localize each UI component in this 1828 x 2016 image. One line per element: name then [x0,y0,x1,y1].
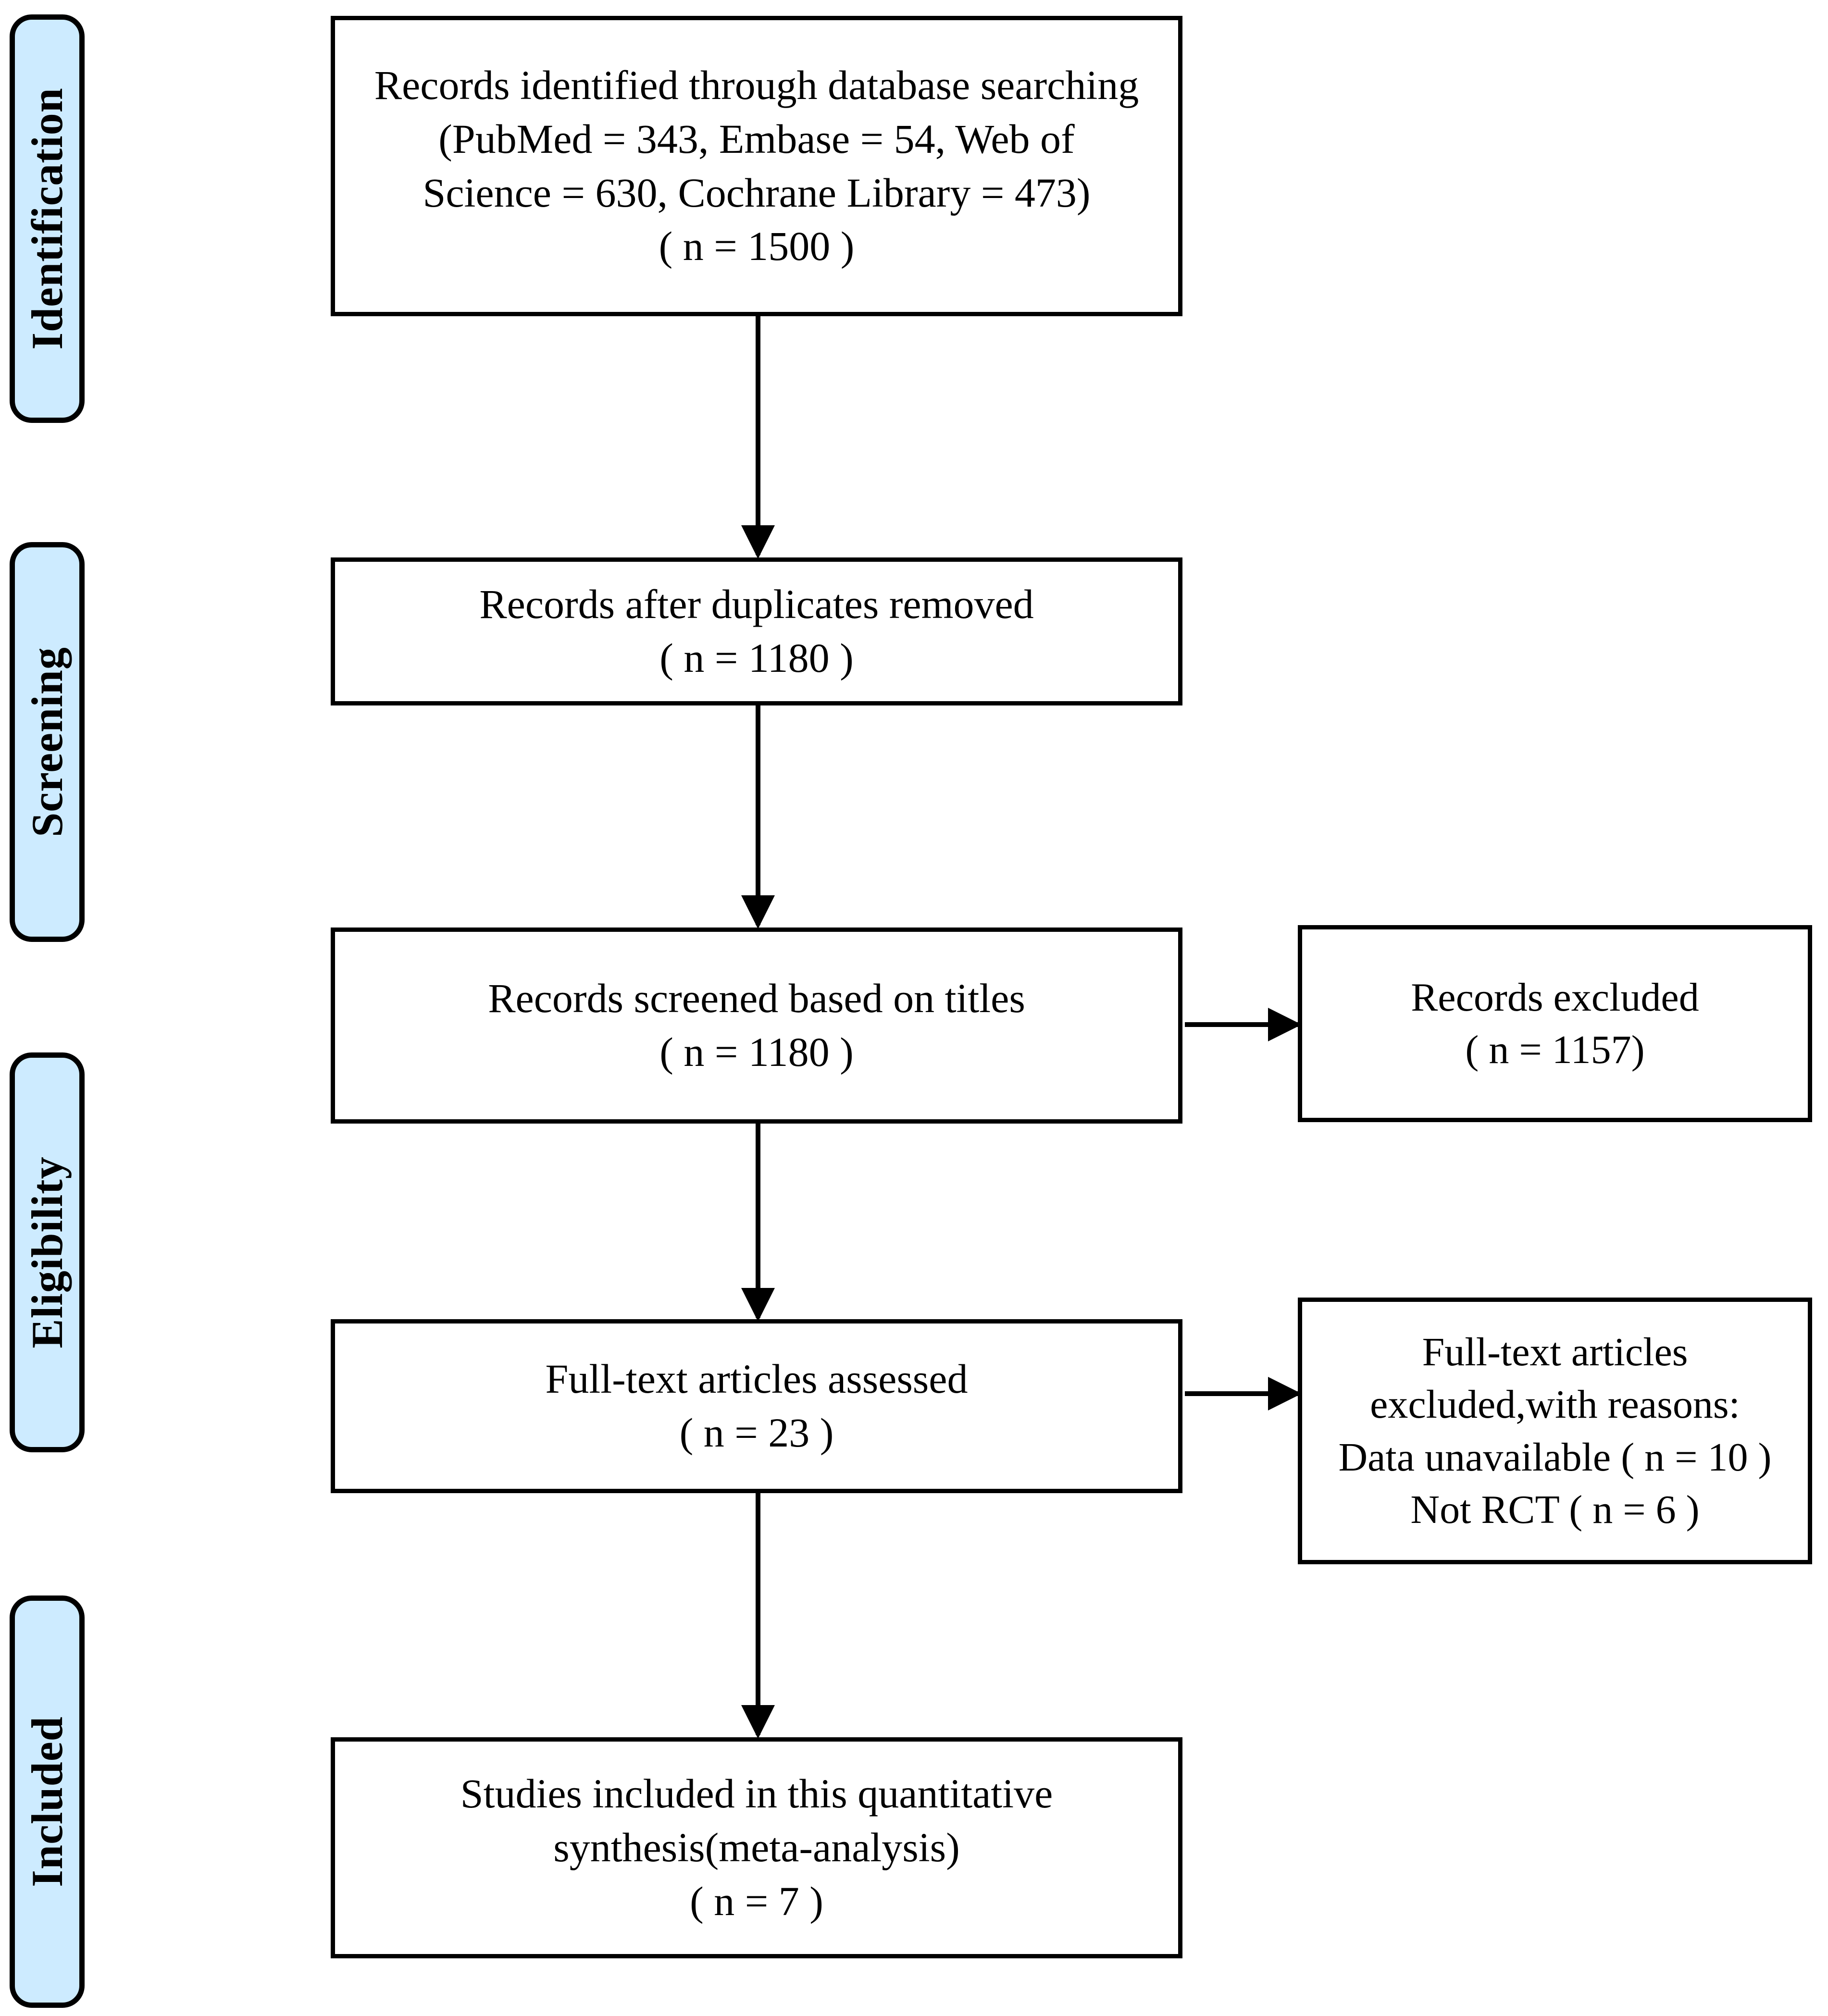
stage-tab-included-label: Included [23,1716,72,1887]
box-studies-included-line-2: synthesis(meta-analysis) [553,1824,960,1871]
box-records-identified-count: ( n = 1500 ) [659,223,855,270]
box-duplicates-removed-count: ( n = 1180 ) [659,635,854,681]
box-fulltext-assessed-line-1: Full-text articles assessed [545,1356,968,1402]
stage-tab-identification[interactable]: Identification [10,14,85,423]
box-records-identified-line-2: (PubMed = 343, Embase = 54, Web of [438,115,1075,162]
box-records-excluded-line-1: Records excluded [1411,975,1699,1020]
stage-tab-included[interactable]: Included [10,1595,85,2008]
box-fulltext-excluded-line-1: Full-text articles [1422,1330,1688,1375]
stage-tab-screening[interactable]: Screening [10,542,85,942]
box-records-identified-line-1: Records identified through database sear… [374,62,1139,108]
box-records-identified: Records identified through database sear… [331,16,1182,316]
box-records-screened-count: ( n = 1180 ) [659,1029,854,1075]
box-records-excluded: Records excluded ( n = 1157) [1298,925,1812,1122]
box-records-after-duplicates-removed: Records after duplicates removed ( n = 1… [331,557,1182,705]
box-duplicates-removed-line-1: Records after duplicates removed [479,581,1034,628]
box-fulltext-excluded-line-2: excluded,with reasons: [1370,1382,1740,1427]
box-records-identified-line-3: Science = 630, Cochrane Library = 473) [423,169,1091,216]
box-records-screened: Records screened based on titles ( n = 1… [331,928,1182,1124]
box-records-excluded-count: ( n = 1157) [1465,1027,1645,1072]
box-records-screened-line-1: Records screened based on titles [488,975,1025,1022]
box-studies-included: Studies included in this quantitative sy… [331,1737,1182,1958]
box-fulltext-articles-excluded: Full-text articles excluded,with reasons… [1298,1298,1812,1564]
stage-tab-screening-label: Screening [23,647,72,837]
box-studies-included-count: ( n = 7 ) [690,1878,823,1924]
box-fulltext-articles-assessed: Full-text articles assessed ( n = 23 ) [331,1319,1182,1493]
box-fulltext-excluded-reason-1: Data unavailable ( n = 10 ) [1338,1435,1772,1480]
stage-tab-eligibility-label: Eligibility [23,1156,72,1348]
stage-tab-eligibility[interactable]: Eligibility [10,1052,85,1452]
box-fulltext-assessed-count: ( n = 23 ) [679,1410,834,1456]
box-studies-included-line-1: Studies included in this quantitative [460,1770,1053,1817]
box-fulltext-excluded-reason-2: Not RCT ( n = 6 ) [1410,1487,1700,1532]
stage-tab-identification-label: Identification [23,87,72,350]
